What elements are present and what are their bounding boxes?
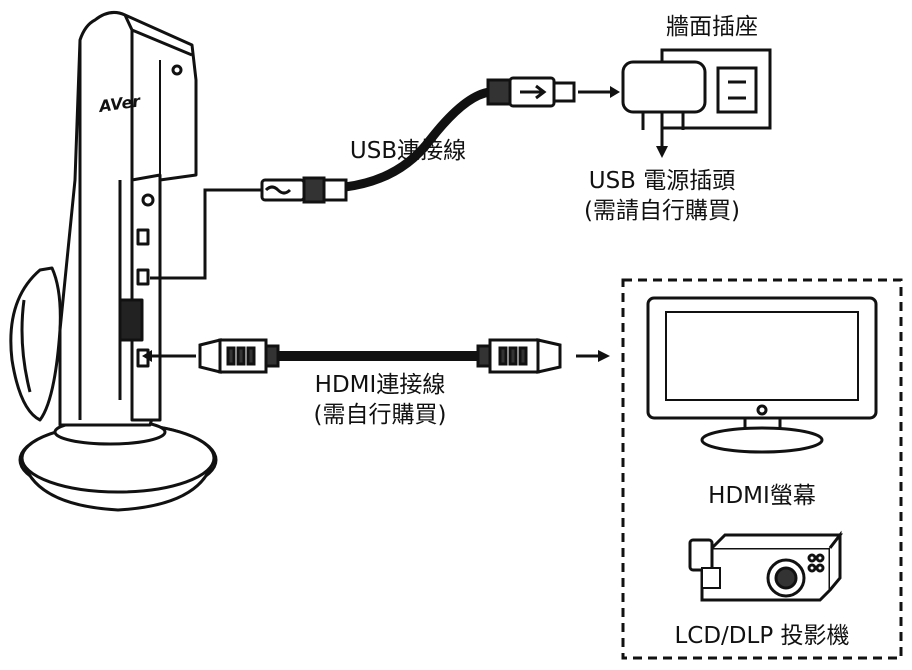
usb-power-plug-label: USB 電源插頭 [588,168,736,194]
projector-icon [688,530,844,602]
display-devices-box [621,278,903,660]
hdmi-plug-icon [476,338,562,374]
projector-label: LCD/DLP 投影機 [674,623,850,649]
camera-strap [9,266,62,422]
usb-plug-icon [486,76,576,108]
hdmi-plug-icon [198,338,280,374]
hdmi-note-label: (需自行購買) [313,402,447,428]
usb-power-note-label: (需請自行購買) [584,198,740,224]
wall-outlet-icon [621,48,772,130]
monitor-icon [646,296,878,454]
hdmi-monitor-label: HDMI螢幕 [708,483,816,509]
usb-cable [150,87,491,280]
document-camera [9,10,218,512]
hdmi-cable-label: HDMI連接線 [314,372,446,398]
usb-plug-icon [260,176,348,204]
usb-cable-label: USB連接線 [349,138,467,164]
wall-outlet-label: 牆面插座 [666,14,758,40]
